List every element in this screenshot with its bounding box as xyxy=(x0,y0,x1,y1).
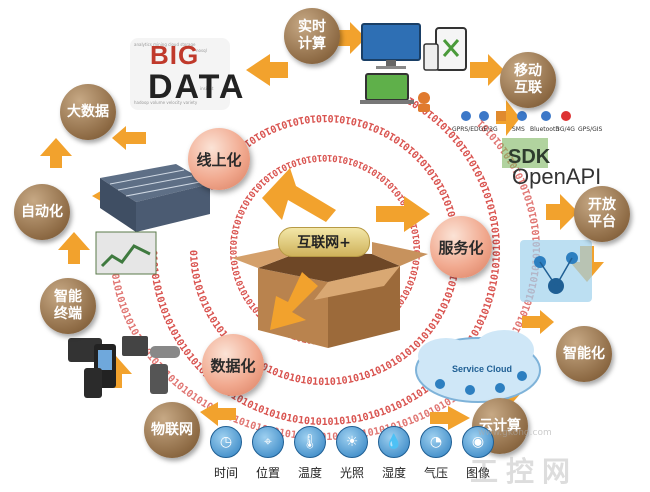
sensor-time: ◷ 时间 xyxy=(208,426,244,481)
protocol-label-bluetooth: Bluetooth xyxy=(530,126,560,133)
sensor-light-label: 光照 xyxy=(339,466,364,480)
svg-text:insight: insight xyxy=(200,86,214,91)
computer-screens-illustration xyxy=(360,23,467,112)
arrow-sdk-to-open xyxy=(546,194,578,230)
svg-text:nosql: nosql xyxy=(196,48,207,53)
arrow-cloud-to-sensors xyxy=(430,406,470,430)
protocol-label-gps: GPS/GIS xyxy=(578,126,603,133)
clock-icon: ◷ xyxy=(210,426,242,458)
arrow-screens-to-mobile xyxy=(470,54,504,86)
sensor-temperature-label: 温度 xyxy=(297,466,322,480)
sensor-time-label: 时间 xyxy=(213,466,238,480)
thermometer-icon: 🌡 xyxy=(294,426,326,458)
sensor-humidity: 💧 湿度 xyxy=(376,426,412,481)
bulb-icon: ☀ xyxy=(336,426,368,458)
network-illustration xyxy=(520,240,592,302)
arrow-bigdata-down xyxy=(112,126,146,150)
arrow-realtime-to-screens xyxy=(332,22,366,54)
node-big-data: 大数据 xyxy=(60,84,116,140)
sensor-light: ☀ 光照 xyxy=(334,426,370,481)
protocol-label-gprs: GPRS/EDGE/3G xyxy=(452,126,498,133)
svg-text:analytics mining cloud storage: analytics mining cloud storage xyxy=(134,42,196,47)
node-intelligent: 智能化 xyxy=(556,326,612,382)
arrow-mobile-down xyxy=(496,100,520,136)
node-smart-terminal: 智能 终端 xyxy=(40,278,96,334)
arrow-terminal-up xyxy=(58,232,90,264)
node-online: 线上化 xyxy=(188,128,250,190)
bigdata-title-data: DATA xyxy=(148,68,246,106)
sensor-image-label: 图像 xyxy=(465,466,490,480)
bigdata-wordcloud-illustration: analytics mining cloud storage hadoop vo… xyxy=(130,38,230,110)
sensor-location-label: 位置 xyxy=(255,466,280,480)
arrow-to-service xyxy=(376,196,430,232)
arrow-auto-up xyxy=(40,138,72,168)
sdk-openapi-illustration xyxy=(502,138,548,168)
node-automation: 自动化 xyxy=(14,184,70,240)
sensor-pressure-label: 气压 xyxy=(423,466,448,480)
bigdata-title-big: BIG xyxy=(150,40,200,70)
gauge-icon: ◔ xyxy=(420,426,452,458)
watermark-url: www.gkong.com xyxy=(478,428,552,438)
watermark-text: 工控网 xyxy=(470,455,579,488)
protocol-label-3g4g: 3G/4G xyxy=(556,126,575,133)
node-service: 服务化 xyxy=(430,216,492,278)
center-internet-plus: 互联网+ xyxy=(278,227,370,257)
sdk-label: SDK xyxy=(508,146,551,168)
mobile-protocol-icons xyxy=(461,111,571,121)
location-icon: ⌖ xyxy=(252,426,284,458)
node-realtime-computing: 实时 计算 xyxy=(284,8,340,64)
arrow-sensors-to-iot xyxy=(200,402,236,426)
smart-terminals-illustration xyxy=(68,336,180,398)
sensor-pressure: ◔ 气压 xyxy=(418,426,454,481)
factory-automation-illustration xyxy=(95,164,210,275)
node-mobile-internet: 移动 互联 xyxy=(500,52,556,108)
node-data: 数据化 xyxy=(202,334,264,396)
arrow-smart-to-cloud xyxy=(522,310,554,334)
sensor-image: ◉ 图像 xyxy=(460,426,496,481)
node-iot: 物联网 xyxy=(144,402,200,458)
sensor-temperature: 🌡 温度 xyxy=(292,426,328,481)
sensor-humidity-label: 湿度 xyxy=(381,466,406,480)
arrow-to-data xyxy=(270,272,318,330)
service-cloud-illustration xyxy=(415,330,541,403)
camera-icon: ◉ xyxy=(462,426,494,458)
droplet-icon: 💧 xyxy=(378,426,410,458)
node-open-platform: 开放 平台 xyxy=(574,186,630,242)
cardboard-box-illustration xyxy=(232,242,428,348)
svg-text:hadoop volume velocity variety: hadoop volume velocity variety xyxy=(134,100,198,105)
arrow-bigdata-to-realtime xyxy=(246,54,288,86)
arrow-to-online xyxy=(262,168,336,222)
service-cloud-label: Service Cloud xyxy=(452,364,513,374)
openapi-label: OpenAPI xyxy=(512,164,602,189)
sensor-location: ⌖ 位置 xyxy=(250,426,286,481)
protocol-label-sms: SMS xyxy=(512,126,525,133)
